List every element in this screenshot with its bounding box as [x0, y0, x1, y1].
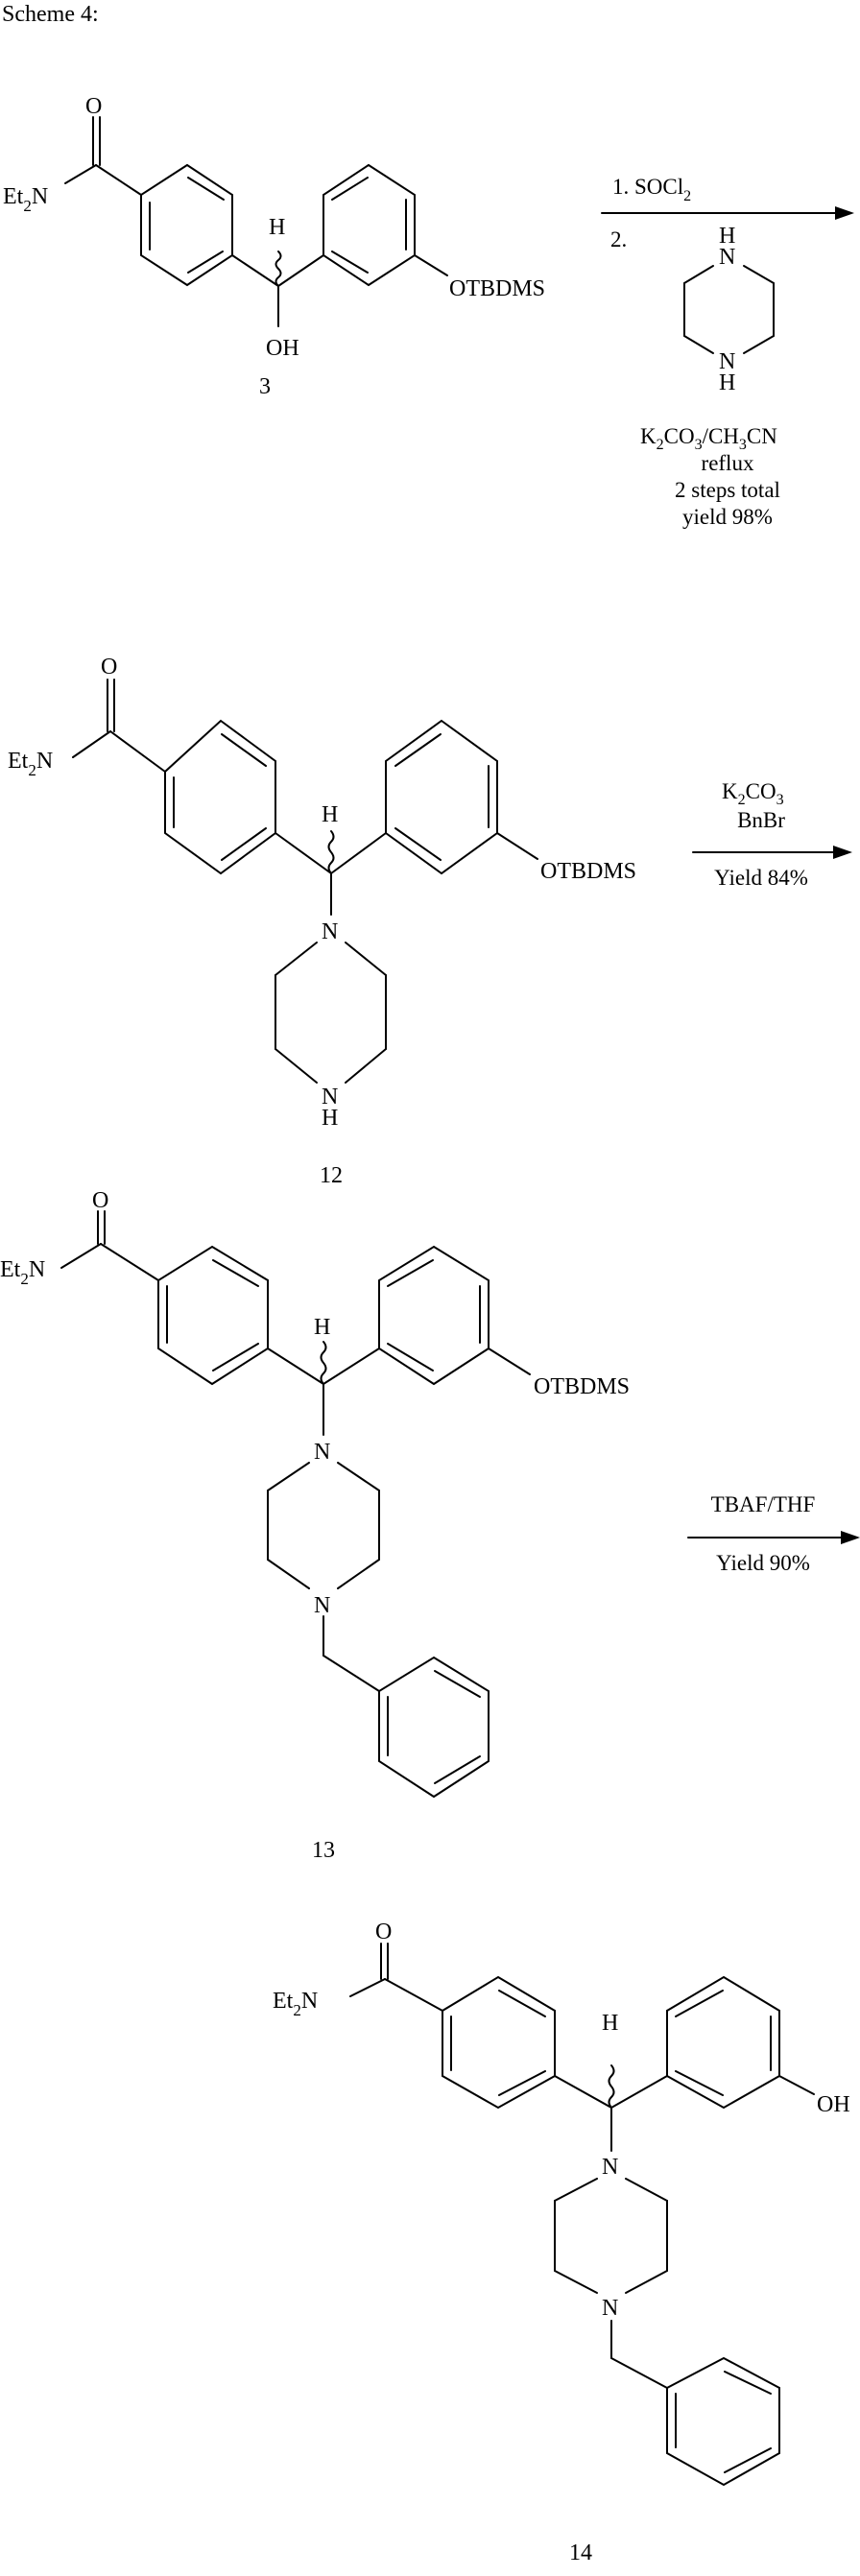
reaction-arrow-1: 1. SOCl2 2. H N N H K2CO3/CH3CN reflux 2… — [601, 175, 854, 529]
compound-label-14: 14 — [569, 2540, 592, 2565]
reaction-arrow-3: TBAF/THF Yield 90% — [687, 1492, 860, 1575]
otbdms-label: OTBDMS — [449, 276, 545, 301]
stereo-h-label: H — [269, 215, 285, 240]
amide-et-label: Et2N — [0, 1257, 45, 1288]
conditions-yield-84: Yield 84% — [714, 866, 808, 890]
svg-text:N: N — [602, 2296, 618, 2321]
carbonyl-oxygen-label: O — [85, 94, 102, 119]
conditions-k2co3-ch3cn: K2CO3/CH3CN — [640, 424, 777, 453]
svg-text:OTBDMS: OTBDMS — [540, 859, 636, 884]
piperazine-reagent-structure: H N N H — [683, 224, 775, 395]
svg-text:H: H — [322, 1106, 338, 1131]
reagent-tbaf-thf: TBAF/THF — [711, 1492, 816, 1516]
svg-text:N: N — [602, 2155, 618, 2180]
amide-et-label: Et2N — [3, 184, 48, 215]
reagent-bnbr: BnBr — [737, 808, 785, 832]
conditions-steps: 2 steps total — [675, 478, 780, 502]
svg-text:N: N — [719, 245, 735, 270]
svg-text:H: H — [322, 802, 338, 827]
svg-text:N: N — [322, 1085, 338, 1109]
reaction-arrow-2: K2CO3 BnBr Yield 84% — [692, 779, 852, 890]
amide-et-label: Et2N — [273, 1989, 318, 2019]
svg-text:N: N — [322, 919, 338, 944]
reagent-socl2: 1. SOCl2 — [612, 175, 691, 204]
compound-12-structure: O Et2N H OTBDMS N N H 12 — [8, 655, 636, 1188]
compound-label-13: 13 — [312, 1838, 335, 1863]
hydroxyl-label: OH — [266, 336, 299, 361]
step-2-label: 2. — [610, 227, 627, 251]
compound-label-3: 3 — [259, 374, 271, 399]
compound-3-structure: O Et2N H OH OTBDMS 3 — [3, 94, 545, 399]
conditions-yield-90: Yield 90% — [716, 1551, 810, 1575]
svg-text:H: H — [602, 2011, 618, 2036]
conditions-yield-98: yield 98% — [682, 505, 773, 529]
compound-13-structure: O Et2N H OTBDMS N N 13 — [0, 1188, 630, 1863]
svg-text:O: O — [101, 655, 117, 680]
svg-text:N: N — [719, 349, 735, 374]
svg-text:H: H — [719, 224, 735, 249]
svg-text:O: O — [92, 1188, 108, 1213]
svg-text:H: H — [719, 370, 735, 395]
conditions-reflux: reflux — [702, 451, 754, 475]
scheme-title: Scheme 4: — [2, 2, 99, 27]
svg-text:OTBDMS: OTBDMS — [534, 1374, 630, 1399]
svg-text:H: H — [314, 1315, 330, 1340]
amide-et-label: Et2N — [8, 749, 53, 779]
hydroxyl-label: OH — [817, 2092, 850, 2117]
compound-14-structure: O Et2N H OH N N 14 — [273, 1920, 850, 2565]
svg-text:O: O — [375, 1920, 392, 1944]
compound-label-12: 12 — [320, 1163, 343, 1188]
svg-text:N: N — [314, 1440, 330, 1465]
reagent-k2co3: K2CO3 — [722, 779, 784, 808]
svg-text:N: N — [314, 1593, 330, 1618]
